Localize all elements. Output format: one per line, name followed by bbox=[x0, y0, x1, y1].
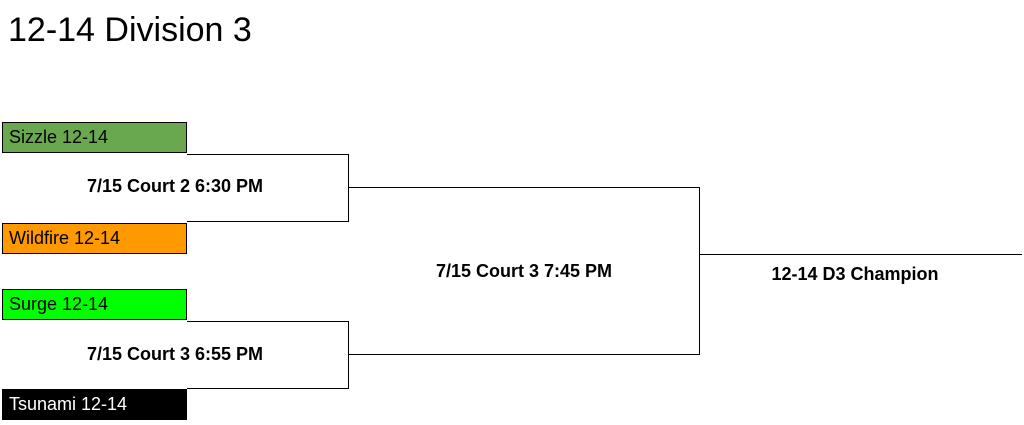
match-label-1: 7/15 Court 2 6:30 PM bbox=[86, 176, 264, 196]
bracket-line bbox=[187, 154, 349, 155]
team-slot-wildfire: Wildfire 12-14 bbox=[2, 223, 187, 254]
bracket-line bbox=[699, 187, 700, 355]
bracket-line bbox=[187, 321, 349, 322]
bracket-line bbox=[348, 154, 349, 222]
team-slot-sizzle: Sizzle 12-14 bbox=[2, 122, 187, 153]
bracket-line bbox=[187, 388, 349, 389]
page-title: 12-14 Division 3 bbox=[8, 11, 252, 49]
match-label-2: 7/15 Court 3 6:55 PM bbox=[86, 344, 264, 364]
champion-line bbox=[700, 254, 1022, 255]
team-slot-tsunami: Tsunami 12-14 bbox=[2, 389, 187, 420]
bracket-line bbox=[349, 187, 700, 188]
bracket-line bbox=[349, 354, 700, 355]
bracket-line bbox=[348, 321, 349, 389]
champion-label: 12-14 D3 Champion bbox=[771, 264, 939, 284]
bracket-line bbox=[187, 221, 349, 222]
match-label-final: 7/15 Court 3 7:45 PM bbox=[435, 261, 613, 281]
team-slot-surge: Surge 12-14 bbox=[2, 289, 187, 320]
